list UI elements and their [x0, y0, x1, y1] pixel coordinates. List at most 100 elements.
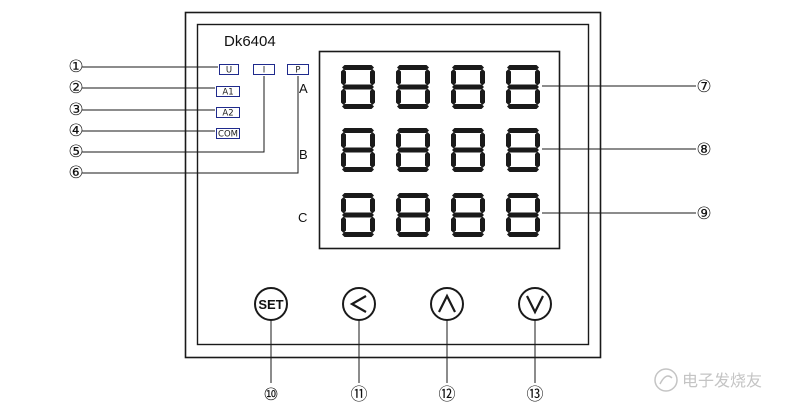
segment-b	[480, 197, 485, 214]
callout-11: ⑪	[351, 385, 368, 404]
segment-g	[507, 147, 539, 153]
watermark-text: 电子发烧友	[682, 371, 762, 390]
segment-g	[397, 147, 429, 153]
segment-e	[396, 88, 401, 105]
segment-f	[451, 132, 456, 149]
segment-f	[506, 69, 511, 86]
segment-e	[506, 151, 511, 168]
segment-d	[452, 167, 484, 172]
segment-e	[506, 216, 511, 233]
digit-row-a-1	[341, 65, 375, 109]
digit-row-a-4	[506, 65, 540, 109]
segment-b	[480, 69, 485, 86]
right-leader-lines	[542, 85, 696, 214]
segment-b	[425, 197, 430, 214]
digit-row-a-2	[396, 65, 430, 109]
segment-f	[396, 132, 401, 149]
digit-row-c-1	[341, 193, 375, 237]
segment-c	[535, 151, 540, 168]
segment-g	[507, 212, 539, 218]
digit-row-b-2	[396, 128, 430, 172]
segment-a	[342, 128, 374, 133]
set-button[interactable]: SET	[254, 287, 288, 321]
indicator-a1-label: A1	[222, 88, 233, 98]
segment-d	[507, 167, 539, 172]
segment-c	[535, 216, 540, 233]
segment-b	[480, 132, 485, 149]
callout-2: ②	[68, 78, 83, 97]
segment-g	[397, 84, 429, 90]
segment-g	[342, 84, 374, 90]
digit-row-c-4	[506, 193, 540, 237]
segment-e	[396, 151, 401, 168]
seven-segment-digits	[341, 65, 540, 237]
callout-7: ⑦	[696, 77, 711, 96]
left-arrow-icon	[349, 295, 367, 313]
segment-c	[480, 88, 485, 105]
callout-9: ⑨	[696, 204, 711, 223]
segment-c	[480, 216, 485, 233]
segment-a	[507, 65, 539, 70]
segment-c	[370, 151, 375, 168]
indicator-p-label: P	[295, 66, 300, 76]
segment-a	[397, 65, 429, 70]
segment-g	[342, 212, 374, 218]
segment-b	[535, 132, 540, 149]
watermark: 电子发烧友	[654, 368, 762, 392]
segment-c	[425, 216, 430, 233]
down-button[interactable]	[518, 287, 552, 321]
segment-f	[396, 197, 401, 214]
segment-f	[341, 69, 346, 86]
segment-b	[535, 197, 540, 214]
callout-4: ④	[68, 121, 83, 140]
row-label-a: A	[299, 81, 308, 96]
segment-d	[507, 232, 539, 237]
digit-row-b-1	[341, 128, 375, 172]
down-arrow-icon	[526, 295, 544, 315]
digit-row-b-3	[451, 128, 485, 172]
segment-a	[342, 193, 374, 198]
left-leader-lines	[82, 66, 299, 174]
segment-d	[452, 104, 484, 109]
set-button-label: SET	[258, 297, 283, 312]
left-button[interactable]	[342, 287, 376, 321]
segment-g	[342, 147, 374, 153]
segment-g	[397, 212, 429, 218]
bottom-leader-lines	[270, 320, 536, 383]
indicator-a2-label: A2	[222, 109, 233, 119]
callout-10: ⑩	[263, 385, 278, 404]
segment-b	[425, 132, 430, 149]
indicator-u-label: U	[226, 66, 232, 76]
segment-c	[425, 151, 430, 168]
segment-d	[397, 232, 429, 237]
segment-a	[507, 128, 539, 133]
callout-13: ⑬	[527, 385, 544, 404]
callout-1: ①	[68, 57, 83, 76]
segment-f	[396, 69, 401, 86]
segment-e	[396, 216, 401, 233]
segment-d	[342, 232, 374, 237]
segment-g	[507, 84, 539, 90]
watermark-logo-icon	[654, 368, 678, 392]
row-label-b: B	[299, 147, 308, 162]
segment-f	[341, 197, 346, 214]
segment-e	[506, 88, 511, 105]
segment-a	[452, 128, 484, 133]
segment-d	[507, 104, 539, 109]
segment-a	[452, 193, 484, 198]
segment-e	[341, 88, 346, 105]
digit-row-c-3	[451, 193, 485, 237]
up-button[interactable]	[430, 287, 464, 321]
segment-f	[451, 69, 456, 86]
segment-g	[452, 147, 484, 153]
segment-b	[370, 132, 375, 149]
segment-e	[451, 151, 456, 168]
segment-f	[506, 132, 511, 149]
segment-c	[425, 88, 430, 105]
segment-d	[397, 104, 429, 109]
callout-8: ⑧	[696, 140, 711, 159]
indicator-i-label: I	[263, 66, 266, 76]
segment-c	[370, 216, 375, 233]
segment-b	[535, 69, 540, 86]
